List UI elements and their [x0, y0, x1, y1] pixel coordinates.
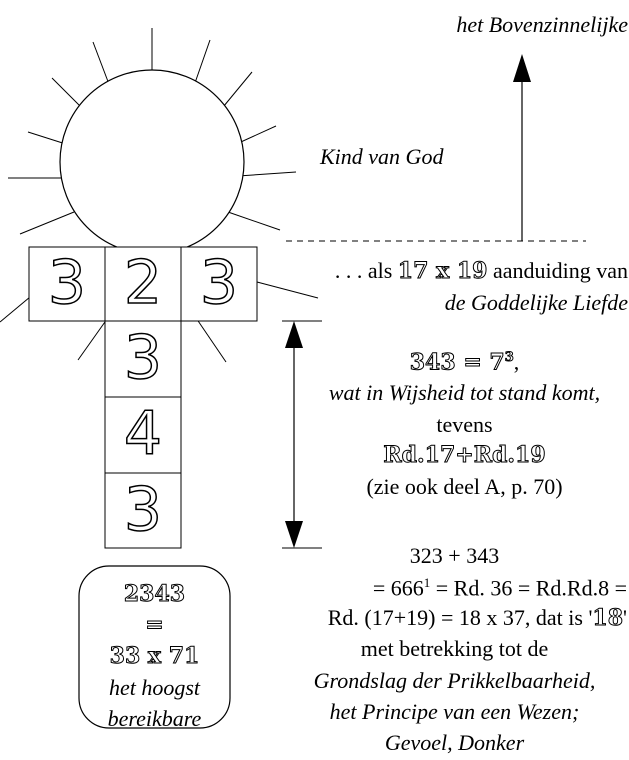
box-line-1: 2343 — [123, 581, 186, 607]
sum-line-2-b: = Rd. 36 = Rd.Rd.8 = — [430, 575, 627, 601]
sum-line-2-sup: 1 — [423, 575, 431, 590]
als-line-2: de Goddelijke Liefde — [444, 290, 628, 315]
sum-line-6: het Principe van een Wezen; — [329, 699, 580, 724]
number-cross — [28, 246, 258, 549]
sum-line-3-num: 18 — [592, 605, 624, 631]
wisdom-line-3: tevens — [436, 412, 493, 437]
als-number: 17 x 19 — [397, 258, 488, 284]
box-line-4: het hoogst — [108, 675, 201, 700]
wisdom-line-5: (zie ook deel A, p. 70) — [366, 474, 563, 499]
rounded-box — [78, 565, 231, 729]
sum-line-3-b: ' — [623, 605, 627, 630]
als-suffix: aanduiding van — [487, 258, 628, 283]
wisdom-equation: 343 = 73, — [300, 349, 629, 376]
als-prefix: . . . als — [334, 258, 398, 283]
box-line-5: bereikbare — [107, 706, 202, 731]
box-line-3: 33 x 71 — [109, 643, 200, 669]
sum-line-5: Grondslag der Prikkelbaarheid, — [313, 668, 596, 693]
sun-circle — [59, 69, 245, 255]
cross-digit-column-1: 3 — [123, 323, 163, 393]
label-bovenzinnelijke: het Bovenzinnelijke — [456, 12, 628, 37]
wisdom-eq-left: 343 = 7 — [409, 349, 505, 376]
sum-line-7: Gevoel, Donker — [384, 730, 525, 755]
sum-line-2-a: = 666 — [372, 575, 424, 601]
box-line-2: = — [145, 612, 164, 638]
wisdom-line-2: wat in Wijsheid tot stand komt, — [328, 380, 601, 405]
cross-digit-top-left: 3 — [47, 248, 87, 318]
als-line: . . . als 17 x 19 aanduiding van — [334, 258, 628, 284]
wisdom-line-4: Rd.17+Rd.19 — [383, 442, 546, 468]
wisdom-eq-exponent: 3 — [504, 350, 514, 365]
sum-line-4: met betrekking tot de — [360, 636, 549, 661]
sum-line-2: = 6661 = Rd. 36 = Rd.Rd.8 = — [373, 576, 627, 599]
double-arrow-head-down — [285, 521, 303, 548]
sum-line-1: 323 + 343 — [409, 543, 500, 568]
wisdom-eq-tail: , — [513, 349, 520, 375]
cross-digit-top-center: 2 — [123, 248, 163, 318]
cross-digit-column-2: 4 — [123, 399, 163, 469]
label-kind-van-god: Kind van God — [320, 144, 444, 169]
cross-digit-top-right: 3 — [199, 248, 239, 318]
up-arrow-head — [513, 54, 531, 82]
sum-line-3-a: Rd. (17+19) = 18 x 37, dat is ' — [327, 605, 593, 630]
cross-digit-column-3: 3 — [123, 475, 163, 545]
sum-line-3: Rd. (17+19) = 18 x 37, dat is '18' — [327, 605, 627, 631]
double-arrow-head-up — [285, 321, 303, 348]
sun-rays — [0, 28, 319, 363]
